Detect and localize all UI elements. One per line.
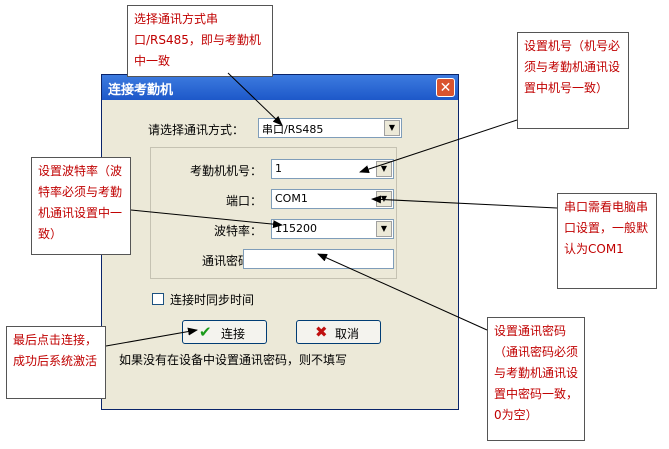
arrow-port xyxy=(371,195,558,209)
machine-no-label: 考勤机机号： xyxy=(190,164,263,178)
note-comm-mode: 选择通讯方式串口/RS485，即与考勤机中一致 xyxy=(127,5,273,77)
cancel-label: 取消 xyxy=(335,327,360,341)
chevron-down-icon[interactable]: ▼ xyxy=(384,120,400,136)
baud-label: 波特率： xyxy=(214,224,263,238)
connect-label: 连接 xyxy=(221,327,246,341)
close-icon[interactable]: ✕ xyxy=(436,78,455,97)
note-connect: 最后点击连接，成功后系统激活 xyxy=(6,326,106,399)
title-bar[interactable]: 连接考勤机 ✕ xyxy=(102,75,458,100)
arrow-machine-no xyxy=(359,119,518,173)
baud-select[interactable]: 115200 ▼ xyxy=(271,219,394,239)
arrow-connect xyxy=(105,327,198,347)
note-baud: 设置波特率（波特率必须与考勤机通讯设置中一致） xyxy=(31,157,131,255)
connect-dialog: 连接考勤机 ✕ 请选择通讯方式： 串口/RS485 ▼ 考勤机机号： 1 ▼ 端… xyxy=(101,74,459,410)
note-password: 设置通讯密码（通讯密码必须与考勤机通讯设置中密码一致，0为空） xyxy=(487,317,585,441)
note-machine-no-text: 设置机号（机号必须与考勤机通讯设置中机号一致） xyxy=(524,39,621,95)
check-icon: ✔ xyxy=(199,323,212,341)
machine-no-value: 1 xyxy=(275,162,282,175)
cancel-button[interactable]: ✖ 取消 xyxy=(296,320,381,344)
note-machine-no: 设置机号（机号必须与考勤机通讯设置中机号一致） xyxy=(517,32,629,129)
sync-time-checkbox[interactable] xyxy=(152,293,164,305)
chevron-down-icon[interactable]: ▼ xyxy=(376,221,392,237)
note-password-text: 设置通讯密码（通讯密码必须与考勤机通讯设置中密码一致，0为空） xyxy=(494,324,579,422)
note-port-text: 串口需看电脑串口设置，一般默认为COM1 xyxy=(564,200,649,256)
note-baud-text: 设置波特率（波特率必须与考勤机通讯设置中一致） xyxy=(38,164,123,241)
port-value: COM1 xyxy=(275,192,308,205)
arrow-baud xyxy=(130,209,283,229)
note-port: 串口需看电脑串口设置，一般默认为COM1 xyxy=(557,193,657,289)
note-comm-mode-text: 选择通讯方式串口/RS485，即与考勤机中一致 xyxy=(134,12,261,68)
close-icon: ✖ xyxy=(315,323,328,341)
comm-mode-label: 请选择通讯方式： xyxy=(148,123,245,137)
params-groupbox xyxy=(150,147,397,279)
arrow-password xyxy=(317,253,488,331)
dialog-title: 连接考勤机 xyxy=(108,83,174,98)
port-label: 端口： xyxy=(226,194,263,208)
baud-value: 115200 xyxy=(275,222,317,235)
password-hint: 如果没有在设备中设置通讯密码，则不填写 xyxy=(119,353,348,367)
arrow-comm-mode xyxy=(227,72,283,126)
comm-mode-value: 串口/RS485 xyxy=(262,123,324,136)
note-connect-text: 最后点击连接，成功后系统激活 xyxy=(13,333,98,368)
comm-mode-select[interactable]: 串口/RS485 ▼ xyxy=(258,118,402,138)
sync-time-label: 连接时同步时间 xyxy=(170,293,255,307)
